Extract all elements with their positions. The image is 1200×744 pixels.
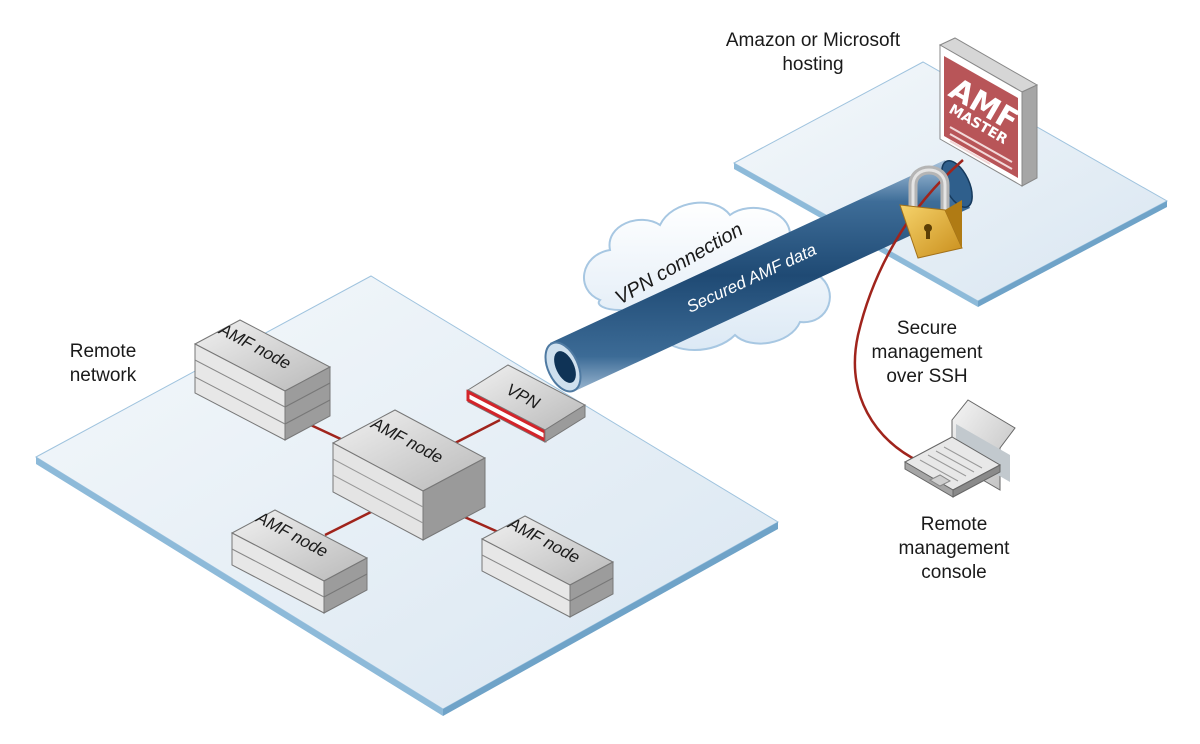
amf-node-1: AMF node (193, 319, 332, 441)
laptop-icon (903, 399, 1016, 498)
link-node2-core (324, 508, 376, 537)
remote-network-label-line2: network (70, 365, 137, 386)
amf-node-core: AMF node (331, 409, 487, 541)
hosting-label-line1: Amazon or Microsoft (726, 30, 901, 51)
console-label-line1: Remote (921, 514, 988, 535)
vpn-device: VPN (466, 364, 587, 443)
ssh-label-line2: management (872, 342, 984, 363)
ssh-label-line1: Secure (897, 318, 957, 339)
amf-master-server: AMF MASTER (938, 37, 1039, 187)
vpn-tunnel: Secured AMF data (544, 160, 973, 393)
console-label-line2: management (899, 538, 1011, 559)
ssh-label-line3: over SSH (886, 366, 967, 387)
hosting-label-line2: hosting (782, 54, 843, 75)
link-core-vpn (454, 418, 501, 445)
padlock-icon (899, 165, 963, 259)
console-label-line3: console (921, 562, 987, 583)
remote-network-label-line1: Remote (70, 341, 137, 362)
